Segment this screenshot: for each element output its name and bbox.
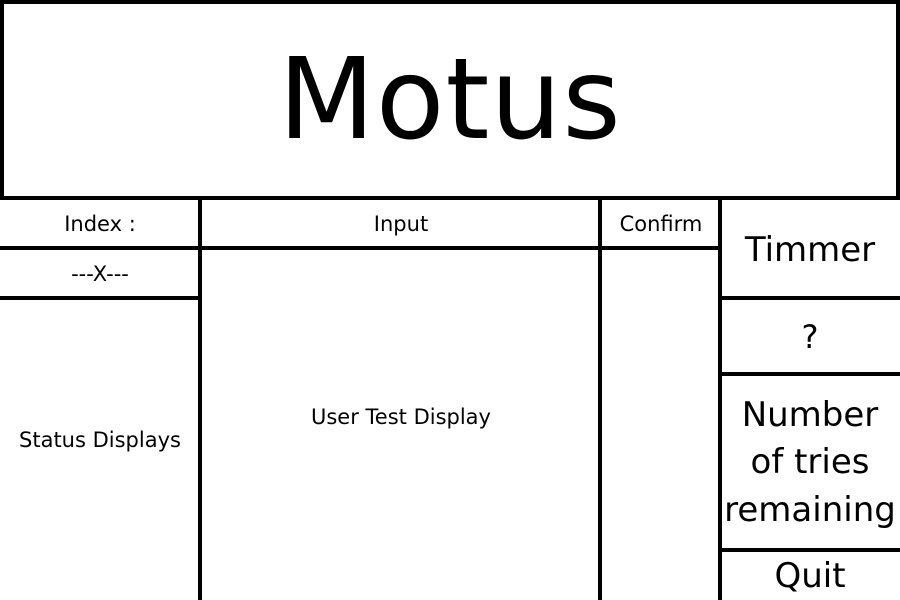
tries-remaining-display: Number of tries remaining (720, 376, 900, 550)
quit-button[interactable]: Quit (774, 556, 846, 596)
app-title: Motus (278, 35, 622, 165)
status-display: Status Displays (19, 428, 181, 452)
divider-help-row (720, 372, 900, 376)
divider-index-row (0, 296, 200, 300)
user-test-display-text: User Test Display (311, 405, 491, 429)
input-label: Input (373, 212, 429, 236)
divider-center-vertical (598, 200, 602, 600)
divider-header-row (0, 246, 720, 250)
divider-right-vertical (718, 200, 722, 600)
divider-left-vertical (198, 200, 202, 600)
tries-remaining-label: Number of tries remaining (724, 394, 896, 530)
index-label: Index : (64, 212, 136, 236)
divider-timer-row (720, 296, 900, 300)
timer-display: Timmer (744, 230, 876, 270)
title-banner: Motus (0, 0, 900, 200)
index-value: ---X--- (71, 262, 129, 286)
user-test-display[interactable]: User Test Display (202, 250, 600, 590)
help-button[interactable]: ? (801, 318, 819, 356)
confirm-button[interactable]: Confirm (619, 212, 703, 236)
divider-tries-row (720, 548, 900, 552)
